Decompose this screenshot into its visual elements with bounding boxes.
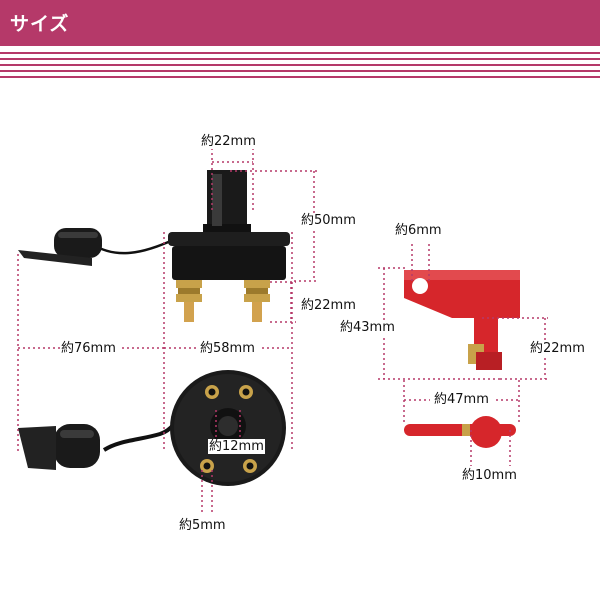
- label-center-hole: 約12mm: [208, 439, 265, 454]
- label-key-thickness: 約10mm: [461, 468, 518, 483]
- terminal-left: [176, 280, 202, 322]
- dust-cap-top: [18, 228, 102, 266]
- dust-cap-front: [18, 424, 100, 470]
- label-mount-hole: 約5mm: [178, 518, 227, 533]
- label-key-shaft: 約22mm: [529, 341, 586, 356]
- label-key-width: 約47mm: [433, 392, 490, 407]
- section-title: サイズ: [10, 13, 70, 35]
- header-stripes: [0, 46, 600, 80]
- switch-side-view: [18, 170, 290, 322]
- terminal-right: [244, 280, 270, 322]
- key-side-view: [404, 270, 520, 370]
- section-header: サイズ: [0, 0, 600, 46]
- switch-front-view: [18, 370, 286, 486]
- key-top-view: [404, 416, 516, 448]
- label-cable-length: 約76mm: [60, 341, 117, 356]
- mount-holes: [200, 385, 257, 473]
- label-base-width: 約58mm: [199, 341, 256, 356]
- label-key-hole: 約6mm: [394, 223, 443, 238]
- label-key-height: 約43mm: [339, 320, 396, 335]
- label-cap-width: 約22mm: [200, 134, 257, 149]
- label-terminal-height: 約22mm: [300, 298, 357, 313]
- label-total-height: 約50mm: [300, 213, 357, 228]
